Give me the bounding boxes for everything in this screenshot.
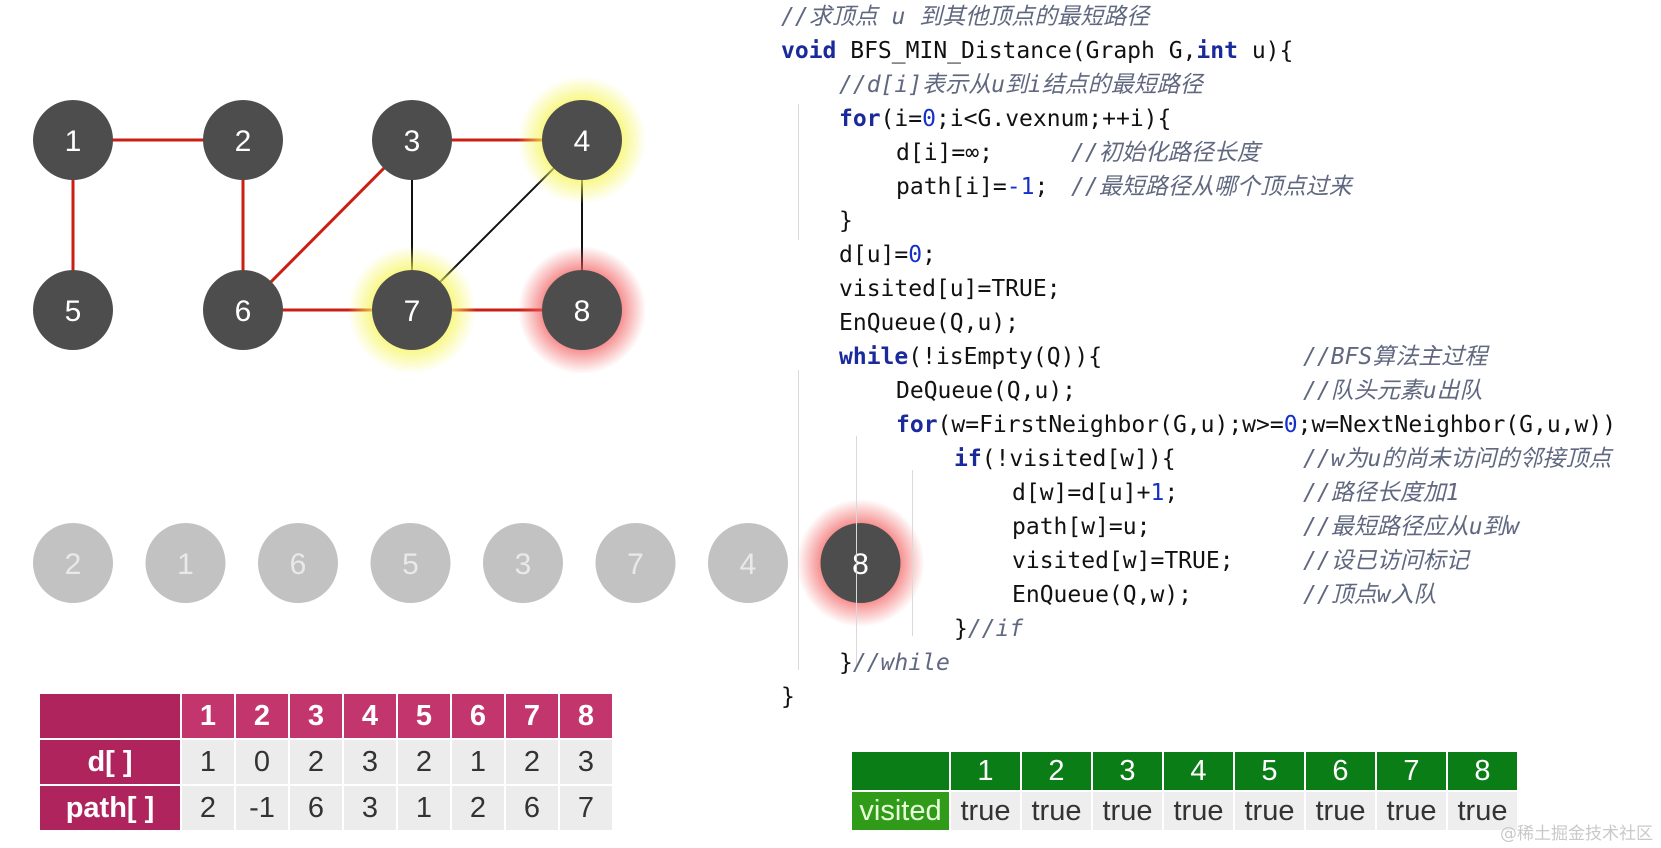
visited-table: 1 2 3 4 5 6 7 8 visited true true true t… <box>850 750 1519 832</box>
graph-node-6 <box>203 270 283 350</box>
column-header: 1 <box>180 692 236 740</box>
column-header: 6 <box>1304 750 1377 792</box>
column-header: 8 <box>1446 750 1519 792</box>
column-header: 4 <box>1162 750 1235 792</box>
column-header: 2 <box>234 692 290 740</box>
column-header: 5 <box>1233 750 1306 792</box>
table-cell: 6 <box>288 784 344 832</box>
table-cell: 3 <box>342 784 398 832</box>
table-cell: 0 <box>234 738 290 786</box>
column-header: 2 <box>1020 750 1093 792</box>
table-cell: 2 <box>450 784 506 832</box>
queue-node-2 <box>33 523 113 603</box>
table-cell: true <box>949 790 1022 832</box>
table-row-visited: visited true true true true true true tr… <box>850 790 1519 832</box>
queue-node-8 <box>820 523 901 603</box>
graph-node-5 <box>33 270 113 350</box>
column-header: 5 <box>396 692 452 740</box>
table-cell: 1 <box>396 784 452 832</box>
table-cell: true <box>1020 790 1093 832</box>
table-cell: 7 <box>558 784 614 832</box>
row-header: d[ ] <box>38 738 182 786</box>
watermark: @稀土掘金技术社区 <box>1500 824 1653 844</box>
table-cell: true <box>1304 790 1377 832</box>
column-header: 3 <box>288 692 344 740</box>
graph-node-label-2: 2 <box>235 125 252 158</box>
queue-node-1 <box>145 523 226 603</box>
queue-node-label-8: 8 <box>852 548 869 581</box>
table-cell: 2 <box>504 738 560 786</box>
graph-node-1 <box>33 100 113 180</box>
queue-node-5 <box>370 523 451 603</box>
graph-node-label-7: 7 <box>404 295 421 328</box>
graph-node-3 <box>372 100 452 180</box>
column-header: 4 <box>342 692 398 740</box>
table-cell: true <box>1162 790 1235 832</box>
graph-node-label-4: 4 <box>574 125 591 158</box>
table-header-row: 1 2 3 4 5 6 7 8 <box>38 692 614 740</box>
queue-node-4 <box>708 523 788 603</box>
graph-node-7 <box>372 270 452 350</box>
table-cell: true <box>1375 790 1448 832</box>
queue-node-7 <box>595 523 676 603</box>
table-cell: 2 <box>396 738 452 786</box>
column-header: 6 <box>450 692 506 740</box>
queue-node-label-7: 7 <box>627 548 644 581</box>
graph-node-4 <box>542 100 622 180</box>
edges-layer <box>71 138 583 312</box>
table-cell: -1 <box>234 784 290 832</box>
table-cell: 3 <box>558 738 614 786</box>
row-header: visited <box>850 790 951 832</box>
graph-node-label-8: 8 <box>574 295 591 328</box>
queue-layer: 2 1 6 5 3 7 4 8 <box>33 499 925 627</box>
table-corner <box>38 692 182 740</box>
table-cell: 1 <box>450 738 506 786</box>
row-header: path[ ] <box>38 784 182 832</box>
queue-node-label-3: 3 <box>515 548 532 581</box>
distance-path-table: 1 2 3 4 5 6 7 8 d[ ] 1 0 2 3 2 1 2 3 pat… <box>38 692 614 832</box>
queue-node-label-1: 1 <box>177 548 194 581</box>
column-header: 8 <box>558 692 614 740</box>
table-cell: 6 <box>504 784 560 832</box>
table-header-row: 1 2 3 4 5 6 7 8 <box>850 750 1519 792</box>
table-row-path: path[ ] 2 -1 6 3 1 2 6 7 <box>38 784 614 832</box>
queue-node-label-5: 5 <box>402 548 419 581</box>
table-cell: true <box>1446 790 1519 832</box>
column-header: 7 <box>504 692 560 740</box>
queue-node-label-6: 6 <box>290 548 307 581</box>
column-header: 7 <box>1375 750 1448 792</box>
graph-node-label-1: 1 <box>65 125 82 158</box>
queue-node-label-2: 2 <box>65 548 82 581</box>
table-cell: 3 <box>342 738 398 786</box>
graph-node-label-3: 3 <box>404 125 421 158</box>
graph-node-2 <box>203 100 283 180</box>
queue-node-label-4: 4 <box>740 548 757 581</box>
table-cell: 1 <box>180 738 236 786</box>
table-cell: 2 <box>180 784 236 832</box>
graph-node-label-6: 6 <box>235 295 252 328</box>
queue-node-6 <box>258 523 338 603</box>
queue-node-3 <box>483 523 563 603</box>
graph-node-8 <box>542 270 622 350</box>
nodes-layer: 1 2 3 4 5 6 7 8 <box>33 76 646 374</box>
table-row-d: d[ ] 1 0 2 3 2 1 2 3 <box>38 738 614 786</box>
table-cell: 2 <box>288 738 344 786</box>
table-cell: true <box>1233 790 1306 832</box>
table-cell: true <box>1091 790 1164 832</box>
column-header: 1 <box>949 750 1022 792</box>
graph-node-label-5: 5 <box>65 295 82 328</box>
column-header: 3 <box>1091 750 1164 792</box>
table-corner <box>850 750 951 792</box>
